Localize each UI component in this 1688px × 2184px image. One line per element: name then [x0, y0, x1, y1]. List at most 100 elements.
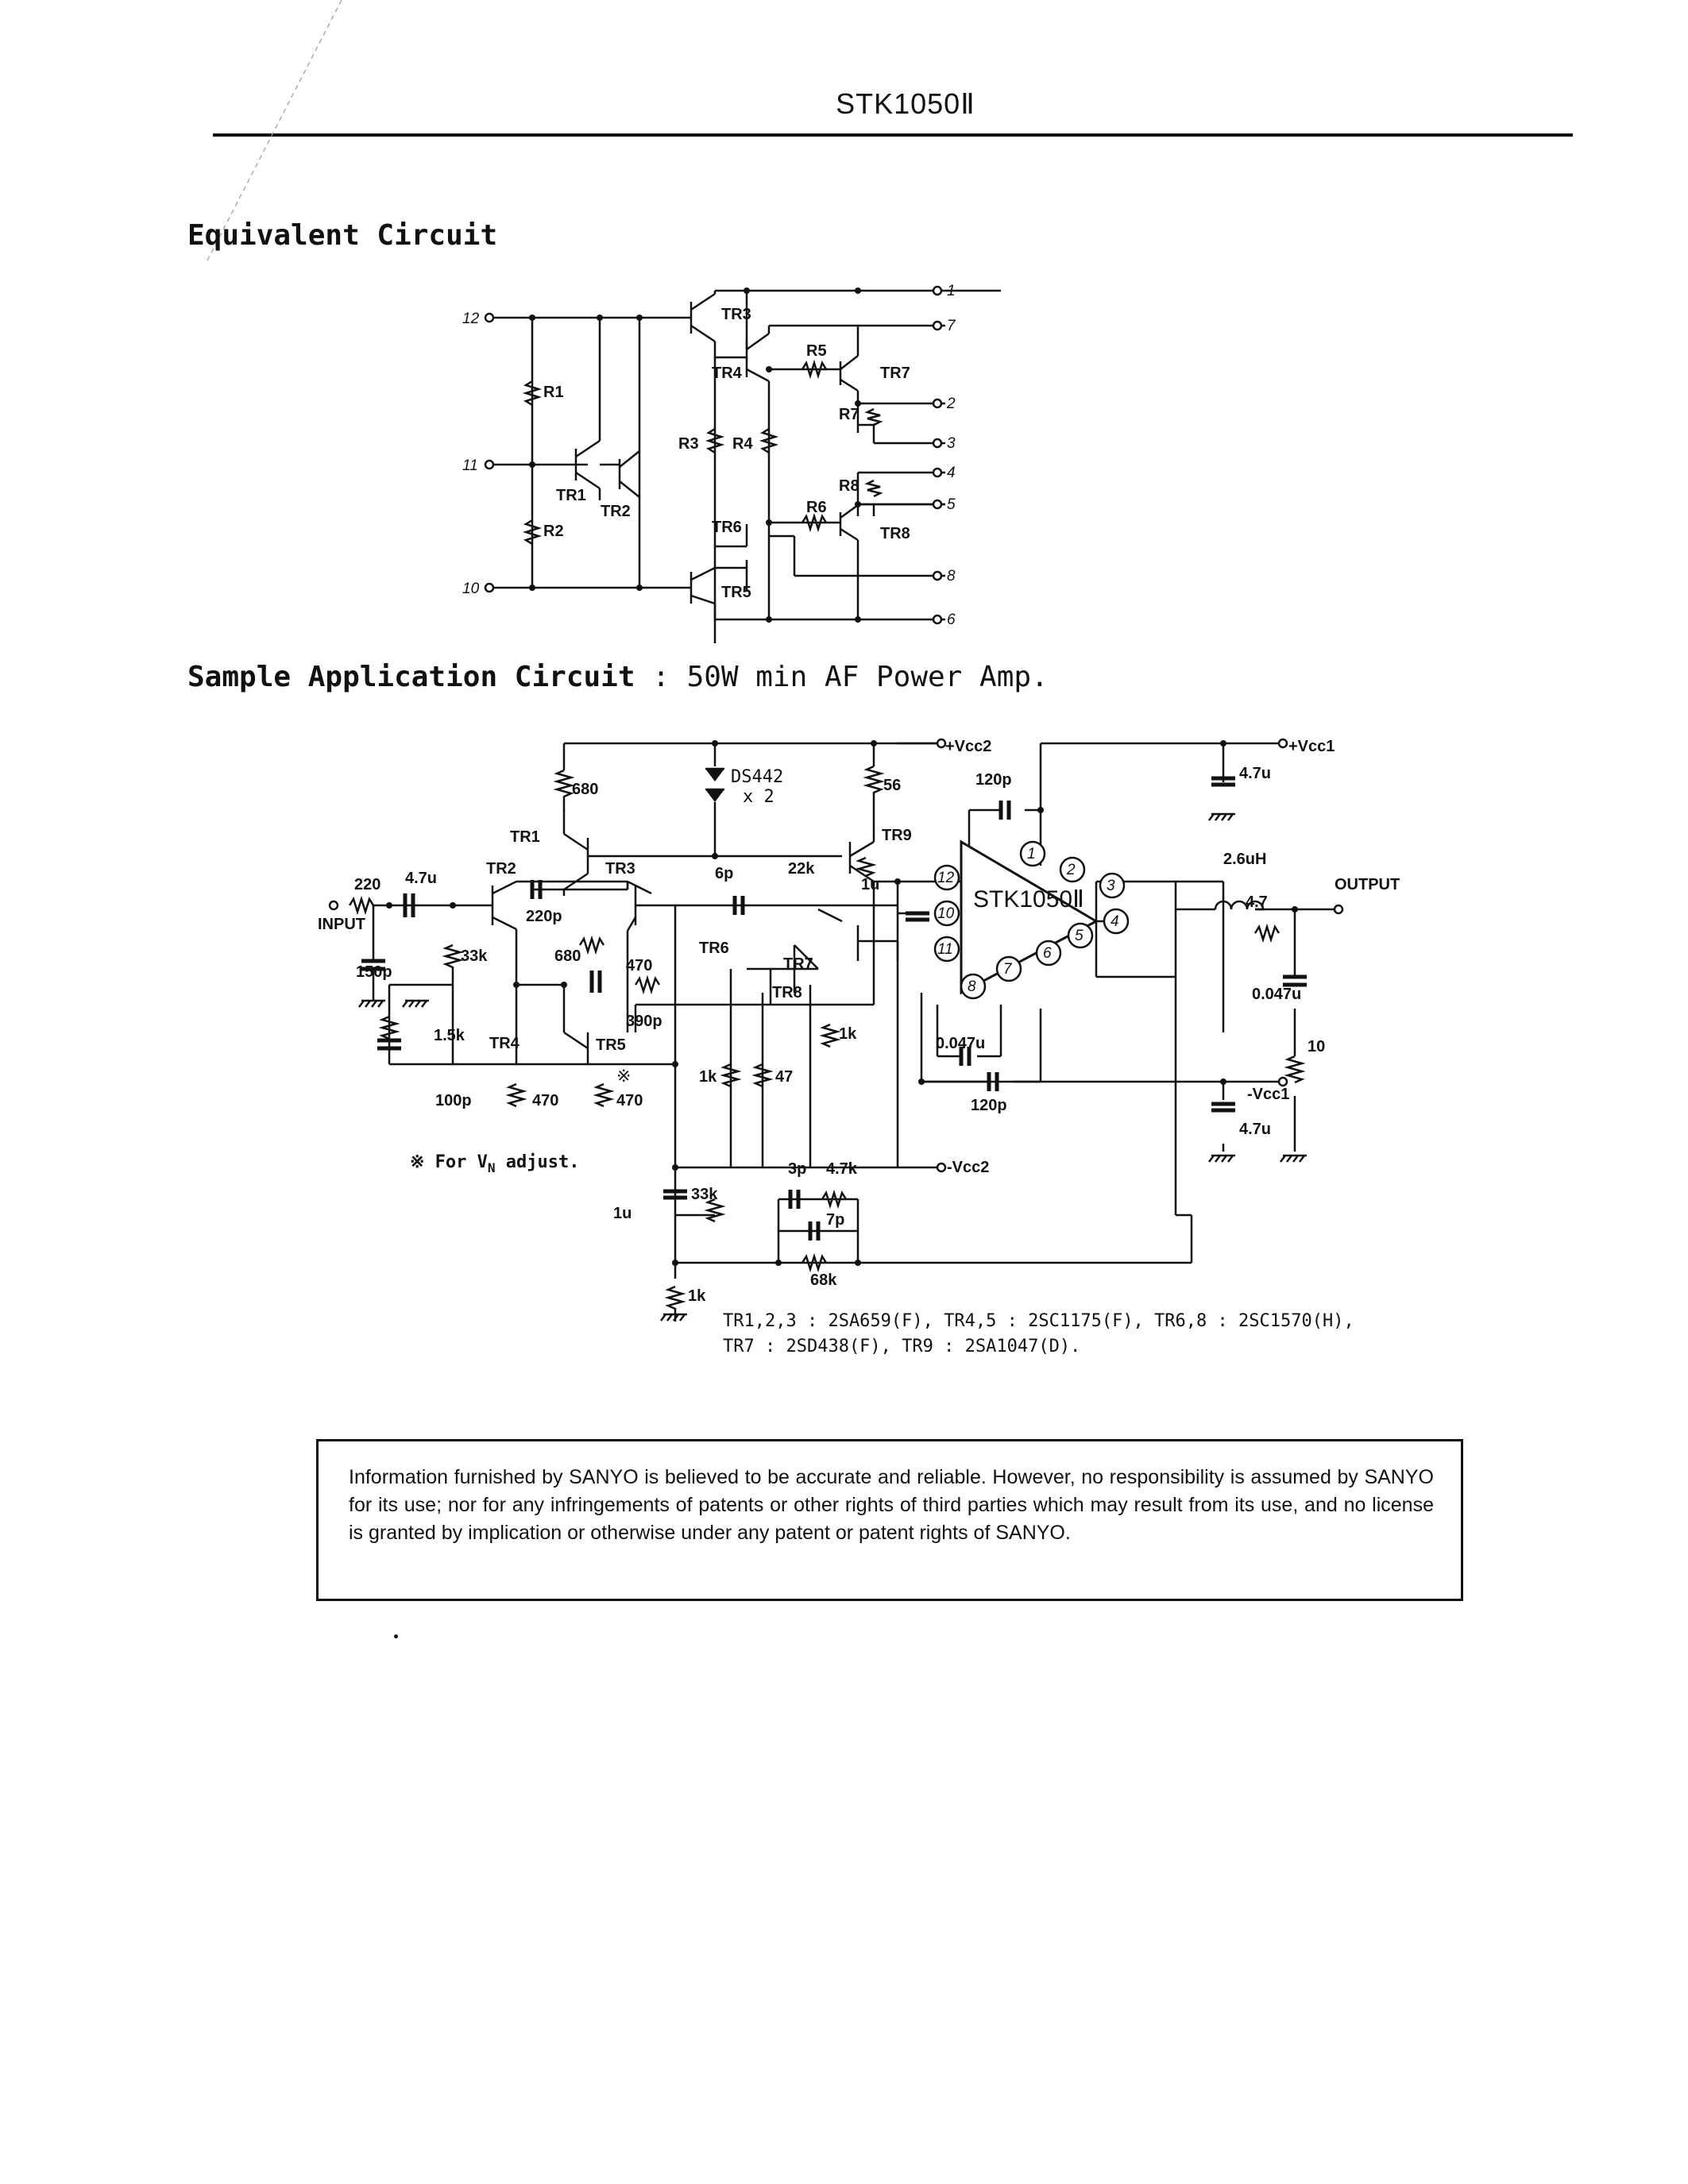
- ac-label-diode-x: x 2: [743, 787, 774, 807]
- ec-label-tr1: TR1: [556, 487, 586, 504]
- ac-grounds: [358, 812, 1307, 1322]
- ac-label-7p: 7p: [826, 1211, 844, 1229]
- ac-label-1u-top: 1u: [861, 876, 879, 893]
- ac-note-vn-main: ※ For V: [410, 1152, 488, 1172]
- ac-label-47: 47: [775, 1068, 793, 1086]
- ec-pin-6: 6: [947, 612, 956, 628]
- ec-label-r4: R4: [732, 435, 753, 453]
- ac-label-ref-mark: ※: [616, 1067, 631, 1086]
- ec-label-tr6: TR6: [712, 519, 742, 536]
- ec-pin-10: 10: [462, 581, 480, 597]
- disclaimer-text: Information furnished by SANYO is believ…: [349, 1466, 1434, 1544]
- ac-label-1k-b: 1k: [839, 1025, 857, 1043]
- ac-label-47u-bot: 4.7u: [1239, 1121, 1271, 1138]
- ec-junctions: [529, 287, 861, 623]
- ac-label-tr9: TR9: [882, 827, 912, 844]
- ac-label-diode: DS442: [731, 767, 783, 787]
- ac-label-22k: 22k: [788, 860, 815, 878]
- ac-note-vn: ※ For VN adjust.: [410, 1152, 580, 1175]
- ac-ic-label: STK1050Ⅱ: [973, 886, 1084, 913]
- ec-label-r2: R2: [543, 523, 564, 540]
- ac-label-tr3: TR3: [605, 860, 635, 878]
- ac-label-tr1: TR1: [510, 828, 540, 846]
- ac-label-tr2: TR2: [486, 860, 516, 878]
- ac-label-0047u-out: 0.047u: [1252, 986, 1301, 1003]
- ac-label-68k: 68k: [810, 1271, 837, 1289]
- ac-label-input: INPUT: [318, 916, 365, 933]
- ec-label-tr4: TR4: [712, 365, 743, 382]
- ic-pin-3: 3: [1107, 878, 1115, 894]
- ac-label-56: 56: [883, 777, 901, 794]
- ac-label-tr5: TR5: [596, 1036, 626, 1054]
- application-circuit-heading: Sample Application Circuit : 50W min AF …: [187, 661, 1049, 693]
- ac-label-1k-fb: 1k: [688, 1287, 706, 1305]
- ec-wiring: [492, 289, 1001, 643]
- ac-label-220-in: 220: [354, 876, 380, 893]
- ec-pin-2: 2: [946, 396, 956, 412]
- ac-resistors: [348, 765, 1306, 1322]
- ac-label-3p: 3p: [788, 1160, 806, 1178]
- ec-label-r1: R1: [543, 384, 564, 401]
- ac-label-vcc2-pos: +Vcc2: [945, 738, 991, 755]
- ac-ic-triangle: [960, 839, 1099, 995]
- ac-label-150p: 150p: [356, 963, 392, 981]
- ec-label-tr7: TR7: [880, 365, 910, 382]
- ic-pin-4: 4: [1111, 913, 1119, 930]
- ic-pin-12: 12: [937, 870, 955, 886]
- ec-pin-8: 8: [947, 568, 956, 585]
- ac-label-0047u-ic: 0.047u: [936, 1035, 985, 1052]
- ac-label-470-b: 470: [532, 1092, 558, 1109]
- ec-label-r8: R8: [839, 477, 859, 495]
- ac-label-1k-a: 1k: [699, 1068, 717, 1086]
- ic-pin-10: 10: [937, 905, 955, 922]
- ec-pin-3: 3: [947, 435, 956, 452]
- ac-label-tr7: TR7: [783, 955, 813, 973]
- ec-pin-1: 1: [947, 283, 956, 299]
- ec-label-r5: R5: [806, 342, 827, 360]
- ac-ic-pins: [933, 840, 1130, 1000]
- ac-label-tr6: TR6: [699, 940, 729, 957]
- application-circuit-diagram: 680 DS442 x 2 56 120p +Vcc2 +Vcc1 4.7u T…: [318, 738, 1400, 1322]
- ac-label-output: OUTPUT: [1335, 876, 1400, 893]
- ic-pin-1: 1: [1027, 846, 1036, 862]
- ic-pin-8: 8: [968, 978, 976, 995]
- ec-label-r3: R3: [678, 435, 699, 453]
- ac-wiring: [388, 742, 1335, 1279]
- ac-label-47k: 4.7k: [826, 1160, 858, 1178]
- ac-diodes: [705, 767, 724, 802]
- ac-label-120p-top: 120p: [975, 771, 1012, 789]
- ec-pin-5: 5: [947, 496, 956, 513]
- ac-junctions: [386, 740, 1298, 1266]
- ac-label-47-out: 4.7: [1246, 893, 1268, 911]
- ac-label-vcc2-neg: -Vcc2: [947, 1159, 989, 1176]
- ec-pin-4: 4: [947, 465, 956, 481]
- page-title: STK1050Ⅱ: [836, 87, 975, 120]
- ac-label-390p: 390p: [626, 1013, 662, 1030]
- transistor-notes: TR1,2,3 : 2SA659(F), TR4,5 : 2SC1175(F),…: [723, 1309, 1354, 1360]
- ac-label-47u-in: 4.7u: [405, 870, 437, 887]
- transistor-note-1: TR1,2,3 : 2SA659(F), TR4,5 : 2SC1175(F),…: [723, 1311, 1354, 1331]
- ac-label-680-top: 680: [572, 781, 598, 798]
- ec-pin-12: 12: [462, 311, 480, 327]
- ac-label-10: 10: [1308, 1038, 1325, 1055]
- corner-mark: [206, 0, 342, 263]
- ec-label-tr2: TR2: [601, 503, 631, 520]
- ac-label-vcc1-neg: -Vcc1: [1247, 1086, 1289, 1103]
- equivalent-circuit-heading: Equivalent Circuit: [187, 219, 498, 252]
- ac-label-tr4: TR4: [489, 1035, 520, 1052]
- ec-label-r7: R7: [839, 406, 859, 423]
- ac-note-vn-sub: N: [488, 1160, 496, 1175]
- ac-label-47u-top: 4.7u: [1239, 765, 1271, 782]
- ec-pin-7: 7: [947, 318, 956, 334]
- ac-label-vcc1-pos: +Vcc1: [1288, 738, 1335, 755]
- ac-inductor: [1214, 900, 1265, 911]
- transistor-note-2: TR7 : 2SD438(F), TR9 : 2SA1047(D).: [723, 1337, 1081, 1356]
- ic-pin-7: 7: [1003, 961, 1013, 978]
- ac-label-470-a: 470: [626, 957, 652, 974]
- ec-resistors: [522, 359, 883, 546]
- ec-label-tr8: TR8: [880, 525, 910, 542]
- ac-label-1u-fb: 1u: [613, 1205, 632, 1222]
- ac-label-33k-fb: 33k: [691, 1186, 718, 1203]
- ec-pin-11: 11: [462, 457, 478, 474]
- ec-label-tr5: TR5: [721, 584, 751, 601]
